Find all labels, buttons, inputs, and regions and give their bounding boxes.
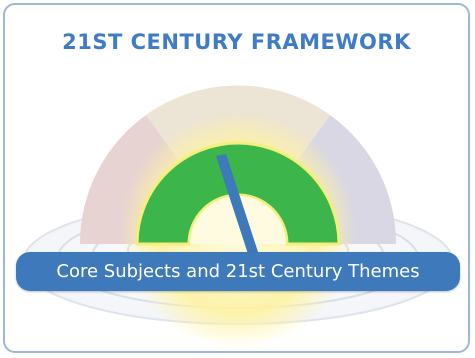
core-subjects-label: Core Subjects and 21st Century Themes — [16, 252, 460, 291]
core-subjects-label-text: Core Subjects and 21st Century Themes — [56, 261, 420, 282]
gauge-needle-icon — [216, 154, 260, 260]
page-title: 21ST CENTURY FRAMEWORK — [62, 30, 411, 54]
